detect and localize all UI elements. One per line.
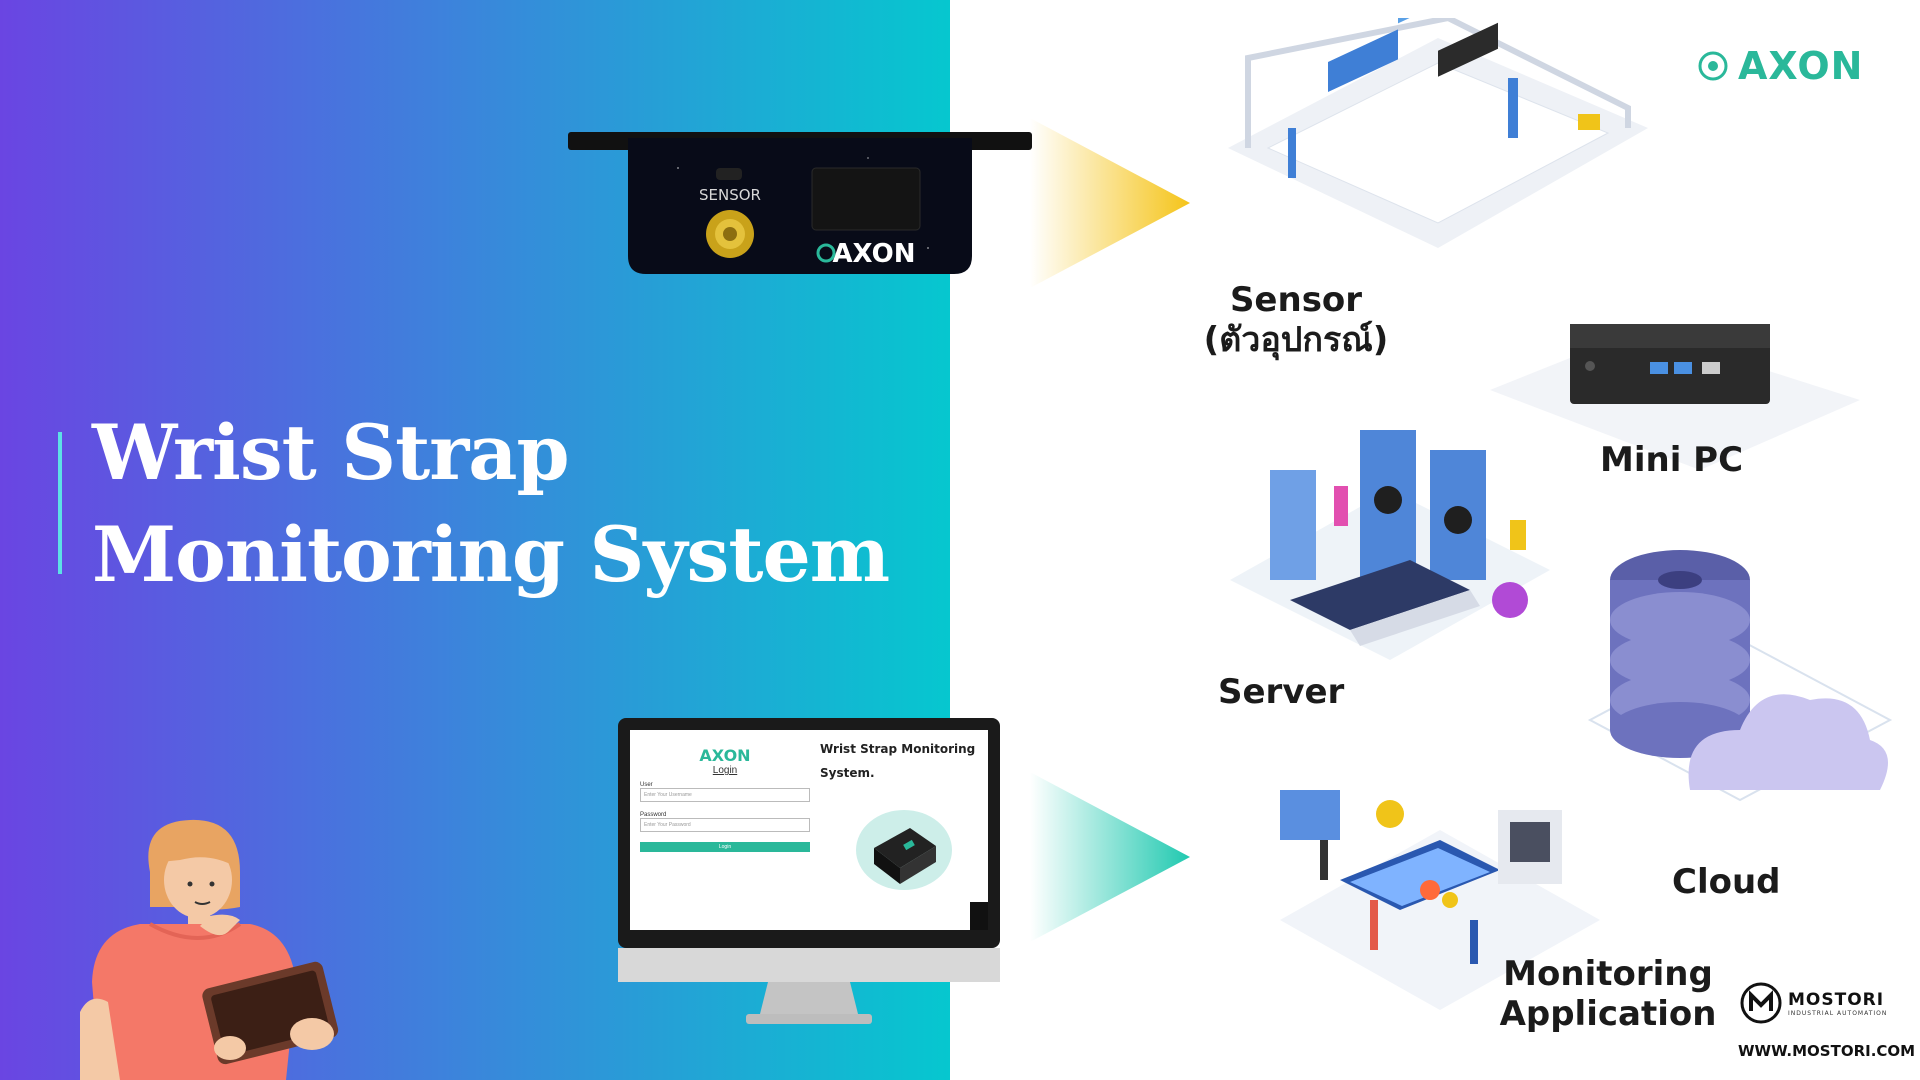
label-sensor-line1: Sensor xyxy=(1229,280,1363,320)
label-monitoring-line1: Monitoring xyxy=(1503,954,1713,994)
title-line-1: Wrist Strap xyxy=(92,408,570,497)
monitor-headline-1: Wrist Strap Monitoring xyxy=(820,742,976,756)
mostori-name: MOSTORI xyxy=(1788,989,1885,1010)
arrow-from-monitoring xyxy=(1030,772,1190,942)
label-server: Server xyxy=(1218,672,1345,712)
footer-url[interactable]: WWW.MOSTORI.COM xyxy=(1738,1042,1916,1060)
mostori-tagline: INDUSTRIAL AUTOMATION xyxy=(1788,1009,1888,1017)
sensor-lab-illustration xyxy=(1228,18,1648,248)
password-label: Password xyxy=(640,812,667,818)
login-button[interactable]: Login xyxy=(640,842,810,852)
label-sensor-line2: (ตัวอุปกรณ์) xyxy=(1203,320,1389,360)
title-line-2: Monitoring System xyxy=(92,510,890,599)
mostori-logo: MOSTORI INDUSTRIAL AUTOMATION xyxy=(1740,982,1887,1024)
cloud-database-illustration xyxy=(1587,550,1893,802)
label-cloud: Cloud xyxy=(1672,862,1781,902)
user-label: User xyxy=(640,782,653,788)
page-title: Wrist Strap Monitoring System xyxy=(92,402,890,606)
monitor-brand: AXON xyxy=(699,746,751,765)
sensor-label: SENSOR xyxy=(699,186,761,204)
woman-with-tablet-illustration xyxy=(80,819,339,1080)
password-input[interactable]: Enter Your Password xyxy=(640,818,810,832)
label-monitoring-line2: Application xyxy=(1499,994,1717,1034)
mostori-logo-icon xyxy=(1740,982,1782,1024)
server-illustration xyxy=(1230,430,1550,660)
arrow-to-sensor xyxy=(1030,118,1190,288)
monitor-headline-2: System. xyxy=(820,766,875,780)
label-sensor: Sensor (ตัวอุปกรณ์) xyxy=(1196,280,1396,360)
user-input[interactable]: Enter Your Username xyxy=(640,788,810,802)
monitoring-application-illustration xyxy=(1280,790,1600,1010)
device-brand: AXON xyxy=(832,239,915,269)
monitor-image: AXON Login User Enter Your Username Pass… xyxy=(618,718,1000,1030)
login-heading: Login xyxy=(712,765,738,776)
axon-logo-text: AXON xyxy=(1738,44,1864,88)
label-monitoring: Monitoring Application xyxy=(1498,954,1718,1034)
axon-logo-icon xyxy=(1698,51,1728,81)
mini-pc-illustration xyxy=(1490,324,1860,470)
title-accent-bar xyxy=(58,432,62,574)
sensor-device-image: SENSOR AXON xyxy=(568,132,1032,274)
label-mini-pc: Mini PC xyxy=(1600,440,1744,480)
monitor-device-illustration xyxy=(856,810,952,890)
axon-logo: AXON xyxy=(1696,44,1863,88)
